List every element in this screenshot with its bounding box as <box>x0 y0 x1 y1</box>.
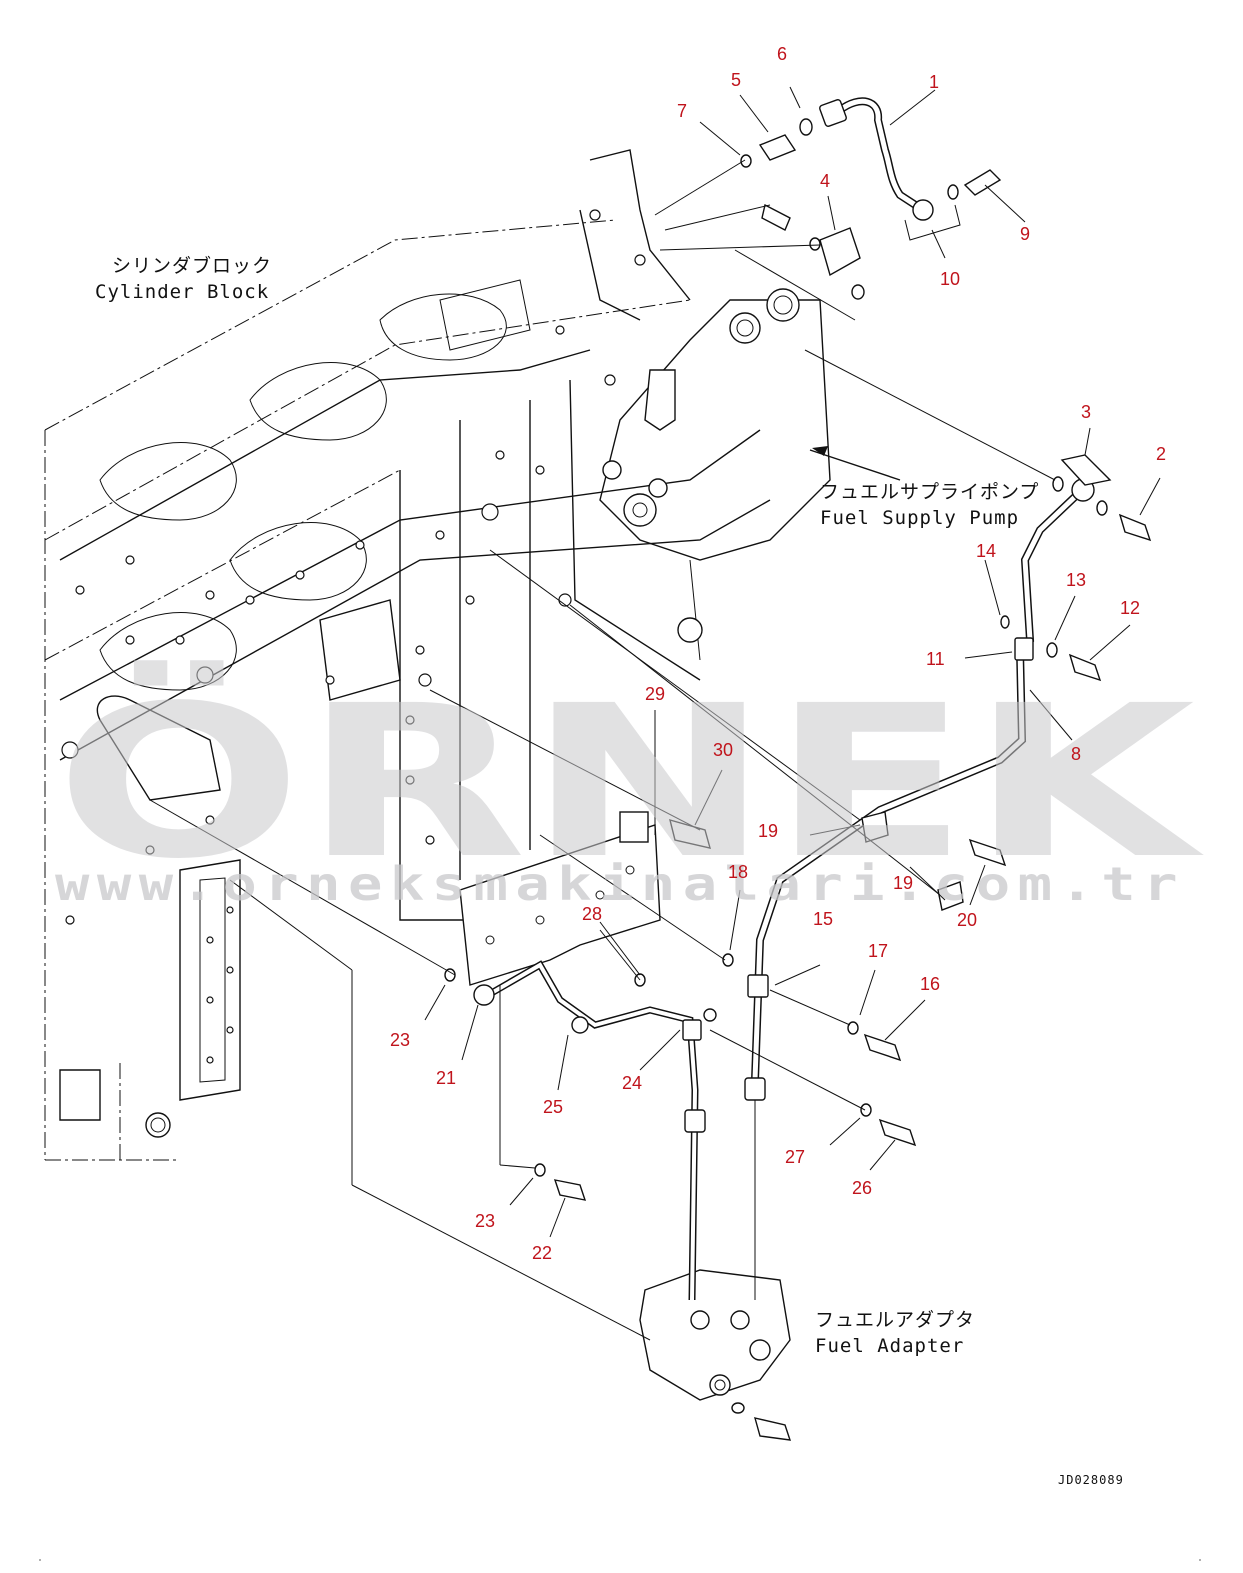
callout-22: 22 <box>532 1243 552 1263</box>
callout-25: 25 <box>543 1097 563 1117</box>
callout-17: 17 <box>868 941 888 961</box>
fuel-supply-pump-drawing <box>599 288 901 661</box>
callout-21: 21 <box>436 1068 456 1088</box>
cylinder-block-drawing <box>44 149 771 1161</box>
cylinder-block-label-jp: シリンダブロック <box>112 254 272 277</box>
watermark-brand: ÖRNEK <box>55 659 1205 905</box>
watermark: ÖRNEK www.orneksmakinalari.com.tr <box>55 659 1205 911</box>
corner-marks <box>39 1559 1201 1561</box>
fuel-pipes <box>444 97 1152 1301</box>
leader-lines <box>149 86 1161 1341</box>
callout-27: 27 <box>785 1147 805 1167</box>
callout-18: 18 <box>728 862 748 882</box>
callout-numbers: 1 2 3 4 5 6 7 8 9 10 11 12 13 14 15 16 1… <box>390 44 1166 1263</box>
callout-5: 5 <box>731 70 741 90</box>
callout-20: 20 <box>957 910 977 930</box>
callout-19a: 19 <box>758 821 778 841</box>
callout-12: 12 <box>1120 598 1140 618</box>
callout-24: 24 <box>622 1073 642 1093</box>
callout-23b: 23 <box>475 1211 495 1231</box>
callout-23a: 23 <box>390 1030 410 1050</box>
diagram-labels: シリンダブロック Cylinder Block フュエルサプライポンプ Fuel… <box>95 254 1124 1487</box>
fuel-pump-label-en: Fuel Supply Pump <box>820 507 1019 529</box>
fuel-pump-label-jp: フュエルサプライポンプ <box>820 481 1039 503</box>
cylinder-block-label-en: Cylinder Block <box>95 281 269 303</box>
callout-6: 6 <box>777 44 787 64</box>
callout-2: 2 <box>1156 444 1166 464</box>
callout-8: 8 <box>1071 744 1081 764</box>
watermark-url: www.orneksmakinalari.com.tr <box>55 857 1185 911</box>
callout-19b: 19 <box>893 873 913 893</box>
callout-13: 13 <box>1066 570 1086 590</box>
callout-1: 1 <box>929 72 939 92</box>
callout-26: 26 <box>852 1178 872 1198</box>
callout-14: 14 <box>976 541 996 561</box>
fuel-adapter-label-en: Fuel Adapter <box>815 1335 964 1357</box>
callout-9: 9 <box>1020 224 1030 244</box>
callout-11: 11 <box>926 649 945 669</box>
callout-30: 30 <box>713 740 733 760</box>
fuel-adapter-label-jp: フュエルアダプタ <box>815 1309 975 1331</box>
fuel-adapter-drawing <box>639 1269 792 1441</box>
callout-10: 10 <box>940 269 960 289</box>
callout-7: 7 <box>677 101 687 121</box>
callout-29: 29 <box>645 684 665 704</box>
callout-15: 15 <box>813 909 833 929</box>
callout-3: 3 <box>1081 402 1091 422</box>
callout-4: 4 <box>820 171 830 191</box>
callout-16: 16 <box>920 974 940 994</box>
callout-28: 28 <box>582 904 602 924</box>
drawing-code: JD028089 <box>1058 1473 1124 1487</box>
